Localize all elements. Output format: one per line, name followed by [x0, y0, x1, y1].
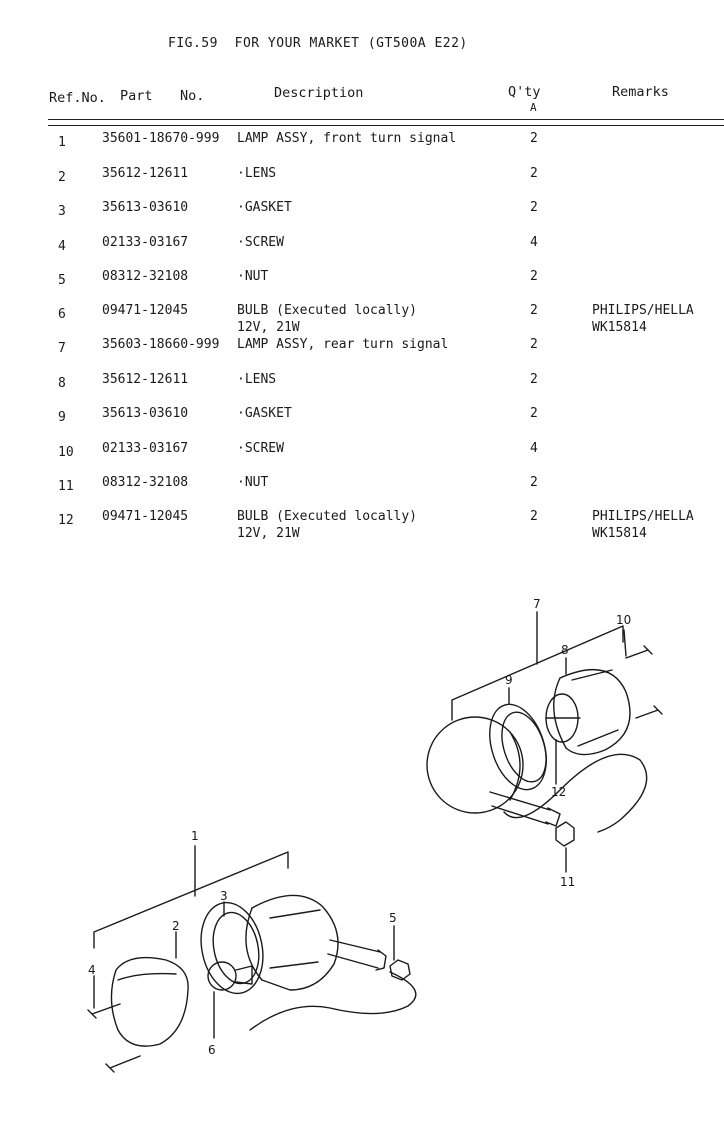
part-no: 35613-03610	[102, 406, 189, 421]
description: ·SCREW	[237, 235, 284, 250]
quantity: 2	[530, 509, 538, 524]
leader-10	[623, 629, 627, 657]
header-remarks: Remarks	[612, 84, 669, 100]
ref-no: 11	[58, 479, 74, 494]
remarks-line2: WK15814	[592, 526, 647, 541]
description: ·LENS	[237, 372, 277, 387]
callout-12: 12	[551, 785, 566, 799]
rear-lens-globe	[426, 716, 524, 814]
description: ·NUT	[237, 475, 269, 490]
rear-nut	[555, 821, 575, 847]
rear-wire	[503, 753, 648, 833]
remarks: PHILIPS/HELLA	[592, 303, 694, 318]
exploded-diagram: 1 2 3 4 5 6 7 8 9 10 11 12	[87, 597, 663, 1073]
part-no: 08312-32108	[102, 475, 189, 490]
part-no: 02133-03167	[102, 441, 189, 456]
callout-7: 7	[533, 597, 541, 611]
description-line2: 12V, 21W	[237, 526, 300, 541]
quantity: 2	[530, 200, 538, 215]
ref-no: 9	[58, 410, 66, 425]
part-no: 35612-12611	[102, 372, 189, 387]
callout-8: 8	[561, 643, 569, 657]
front-bulb	[207, 961, 237, 991]
remarks: PHILIPS/HELLA	[592, 509, 694, 524]
description: ·NUT	[237, 269, 269, 284]
page-title: FIG.59 FOR YOUR MARKET (GT500A E22)	[168, 36, 468, 51]
callout-9: 9	[505, 673, 513, 687]
part-no: 35601-18670-999	[102, 131, 220, 146]
rear-screw-side	[635, 705, 663, 719]
header-part: Part	[120, 88, 153, 104]
front-wire	[249, 971, 417, 1031]
callout-11: 11	[560, 875, 575, 889]
description: BULB (Executed locally)	[237, 303, 418, 318]
rear-stem	[489, 791, 561, 827]
callout-4: 4	[88, 963, 96, 977]
description: ·GASKET	[237, 200, 292, 215]
description: ·GASKET	[237, 406, 292, 421]
quantity: 4	[530, 235, 538, 250]
ref-no: 5	[58, 273, 66, 288]
quantity: 2	[530, 131, 538, 146]
description: ·LENS	[237, 166, 277, 181]
description: ·SCREW	[237, 441, 284, 456]
front-screw-top	[87, 1003, 121, 1019]
callout-2: 2	[172, 919, 180, 933]
ref-no: 12	[58, 513, 74, 528]
part-no: 09471-12045	[102, 303, 189, 318]
description: LAMP ASSY, front turn signal	[237, 131, 457, 146]
callout-5: 5	[389, 911, 397, 925]
callout-6: 6	[208, 1043, 216, 1057]
callout-1: 1	[191, 829, 199, 843]
quantity: 4	[530, 441, 538, 456]
header-no: No.	[180, 88, 205, 104]
quantity: 2	[530, 337, 538, 352]
quantity: 2	[530, 406, 538, 421]
quantity: 2	[530, 166, 538, 181]
ref-no: 8	[58, 376, 66, 391]
header-qty-sub: A	[530, 101, 537, 114]
description-line2: 12V, 21W	[237, 320, 300, 335]
front-stem	[327, 939, 387, 971]
header-rule-bottom	[48, 125, 724, 126]
front-gasket	[200, 901, 264, 995]
front-housing	[251, 894, 339, 991]
part-no: 35603-18660-999	[102, 337, 220, 352]
header-description: Description	[274, 85, 364, 101]
part-no: 35613-03610	[102, 200, 189, 215]
ref-no: 1	[58, 135, 66, 150]
quantity: 2	[530, 269, 538, 284]
front-screw-bottom	[105, 1055, 141, 1073]
callout-3: 3	[220, 889, 228, 903]
ref-no: 3	[58, 204, 66, 219]
quantity: 2	[530, 372, 538, 387]
quantity: 2	[530, 475, 538, 490]
part-no: 09471-12045	[102, 509, 189, 524]
bracket-front-assy	[93, 851, 289, 949]
ref-no: 10	[58, 445, 74, 460]
ref-no: 4	[58, 239, 66, 254]
front-nut	[389, 959, 411, 981]
header-ref: Ref.No.	[49, 90, 106, 106]
part-no: 35612-12611	[102, 166, 189, 181]
header-qty: Q'ty	[508, 84, 541, 100]
ref-no: 2	[58, 170, 66, 185]
part-no: 02133-03167	[102, 235, 189, 250]
description: LAMP ASSY, rear turn signal	[237, 337, 449, 352]
rear-screw-top	[625, 645, 653, 659]
part-no: 08312-32108	[102, 269, 189, 284]
description: BULB (Executed locally)	[237, 509, 418, 524]
header-rule-top	[48, 119, 724, 120]
ref-no: 7	[58, 341, 66, 356]
quantity: 2	[530, 303, 538, 318]
rear-housing	[559, 668, 631, 756]
callout-10: 10	[616, 613, 631, 627]
remarks-line2: WK15814	[592, 320, 647, 335]
front-lens	[110, 956, 189, 1047]
ref-no: 6	[58, 307, 66, 322]
